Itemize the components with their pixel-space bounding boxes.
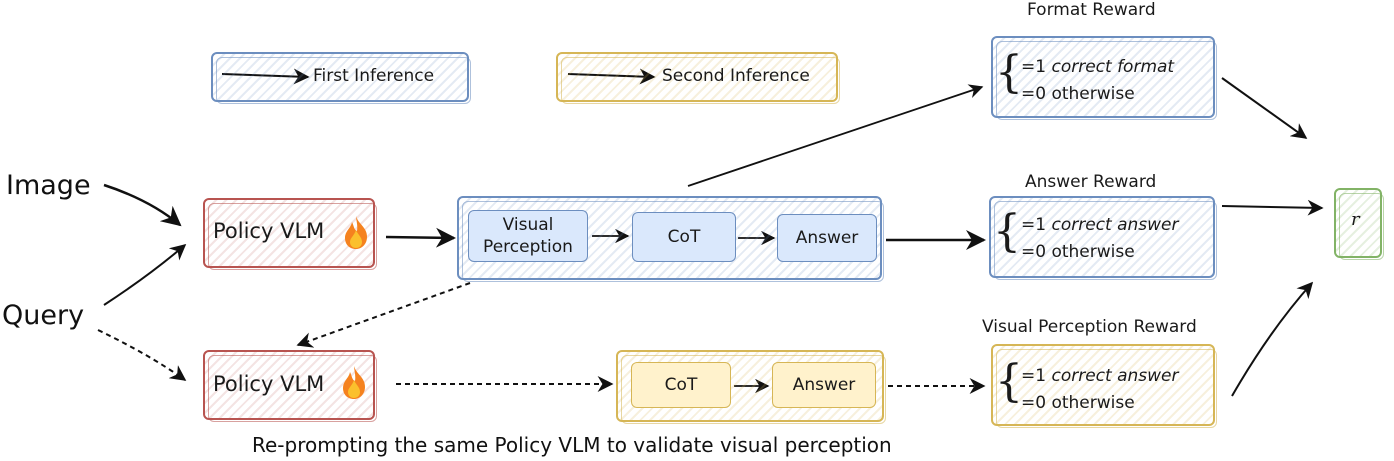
answer-step-second: Answer	[772, 362, 876, 408]
answer-reward-title: Answer Reward	[1025, 172, 1157, 192]
total-reward-symbol: r	[1351, 209, 1360, 230]
policy-vlm-top-label: Policy VLM	[213, 219, 325, 243]
arrow-image-to-policy	[103, 183, 182, 227]
fire-icon	[340, 214, 372, 254]
policy-vlm-bottom-label: Policy VLM	[213, 372, 325, 396]
visual-perception-reward-line1: =1 correct answer	[1021, 366, 1179, 386]
legend-first-inference-box	[211, 52, 471, 104]
caption: Re-prompting the same Policy VLM to vali…	[252, 433, 892, 457]
format-reward-box	[991, 36, 1217, 120]
cot-label-second: CoT	[664, 375, 698, 395]
answer-step-first: Answer	[777, 214, 877, 262]
format-reward-line2: =0 otherwise	[1021, 84, 1135, 104]
format-reward-title: Format Reward	[1027, 0, 1156, 20]
arrow-query-to-policy-top	[103, 243, 187, 306]
visual-perception-reward-brace: {	[995, 356, 1023, 407]
answer-reward-brace: {	[993, 206, 1021, 257]
arrow-to-format-reward	[687, 84, 984, 187]
arrow-answer-to-r	[1221, 199, 1324, 216]
legend-second-arrow	[567, 68, 656, 85]
answer-label-second: Answer	[792, 375, 856, 395]
visual-perception-line2: Perception	[483, 237, 573, 257]
answer-reward-line2: =0 otherwise	[1021, 242, 1135, 262]
arrow-query-to-policy-bottom	[97, 329, 187, 381]
legend-first-inference-label: First Inference	[313, 66, 435, 86]
fire-icon	[338, 364, 370, 404]
visual-perception-reward-line2: =0 otherwise	[1021, 393, 1135, 413]
format-reward-brace: {	[995, 47, 1023, 98]
arrow-vp-to-r	[1231, 281, 1314, 397]
answer-label-first: Answer	[795, 228, 859, 248]
image-input-label: Image	[6, 170, 91, 201]
legend-second-inference-label: Second Inference	[662, 66, 810, 86]
cot-step-first: CoT	[632, 212, 736, 262]
legend-first-arrow	[221, 68, 310, 85]
query-input-label: Query	[2, 300, 85, 331]
cot-step-second: CoT	[631, 362, 731, 408]
format-reward-line1: =1 correct format	[1021, 57, 1175, 77]
answer-reward-line1: =1 correct answer	[1021, 215, 1179, 235]
answer-reward-box	[989, 196, 1217, 280]
arrow-vp-to-policy-bottom	[296, 282, 471, 348]
visual-perception-reward-box	[991, 344, 1217, 428]
arrow-format-to-r	[1221, 77, 1308, 139]
arrow-policy-to-pipeline	[385, 227, 456, 248]
visual-perception-step: Visual Perception	[468, 210, 588, 262]
cot-label-first: CoT	[667, 227, 701, 247]
visual-perception-reward-title: Visual Perception Reward	[982, 317, 1197, 337]
visual-perception-line1: Visual	[502, 215, 554, 235]
